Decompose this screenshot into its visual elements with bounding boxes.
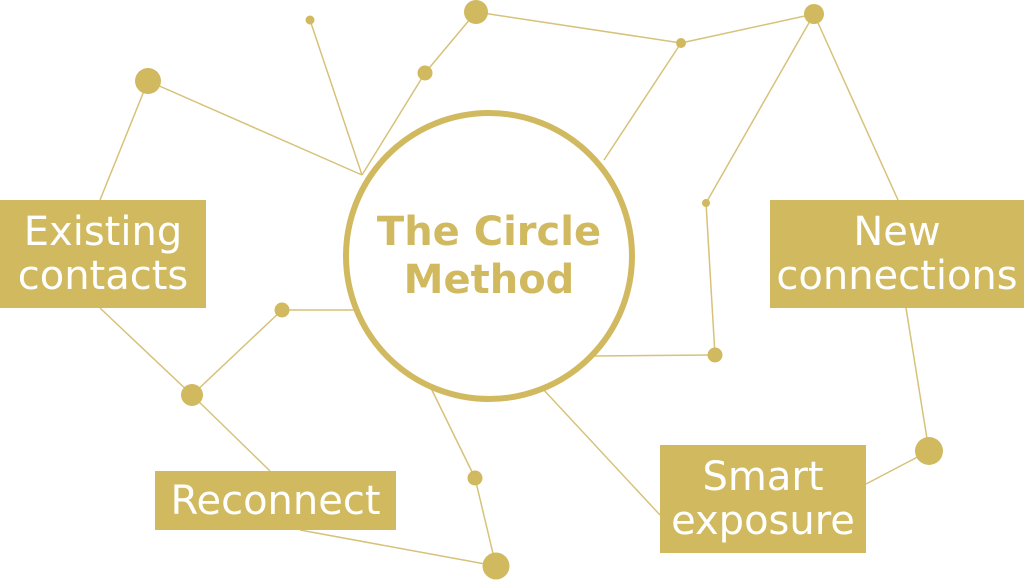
node-dot — [804, 4, 824, 24]
label-reconnect-text: Reconnect — [170, 477, 381, 524]
node-dot — [707, 347, 723, 363]
center-title: The Circle Method — [376, 209, 602, 303]
edge — [680, 13, 815, 44]
center-circle — [343, 110, 635, 402]
label-smart-exposure-text: Smart exposure — [671, 454, 855, 544]
edge — [593, 354, 716, 357]
edge — [147, 80, 363, 176]
node-dot — [702, 199, 710, 207]
label-existing-contacts: Existing contacts — [0, 200, 206, 308]
node-dot — [467, 470, 483, 486]
edge — [309, 19, 363, 176]
edge — [475, 11, 682, 44]
node-dot — [676, 38, 686, 48]
label-smart-exposure: Smart exposure — [660, 445, 866, 553]
edge — [191, 394, 271, 472]
node-dot — [417, 65, 433, 81]
edge — [905, 307, 930, 452]
edge — [603, 42, 682, 161]
node-dot — [464, 0, 488, 24]
edge — [424, 11, 477, 74]
node-dot — [135, 68, 161, 94]
edge — [299, 529, 497, 567]
node-dot — [305, 15, 315, 25]
edge — [474, 477, 497, 567]
node-dot — [482, 552, 510, 580]
node-dot — [915, 437, 943, 465]
edge — [541, 387, 661, 516]
label-new-connections: New connections — [770, 200, 1024, 308]
edge — [427, 381, 476, 479]
edge — [191, 309, 283, 396]
edge — [813, 13, 899, 201]
label-existing-contacts-text: Existing contacts — [17, 209, 189, 299]
node-dot — [181, 384, 203, 406]
edge — [705, 13, 815, 204]
edge — [99, 80, 149, 201]
edge — [99, 307, 193, 396]
label-reconnect: Reconnect — [155, 471, 396, 530]
label-new-connections-text: New connections — [776, 209, 1018, 299]
edge — [361, 72, 426, 176]
node-dot — [274, 302, 290, 318]
edge — [705, 202, 716, 356]
